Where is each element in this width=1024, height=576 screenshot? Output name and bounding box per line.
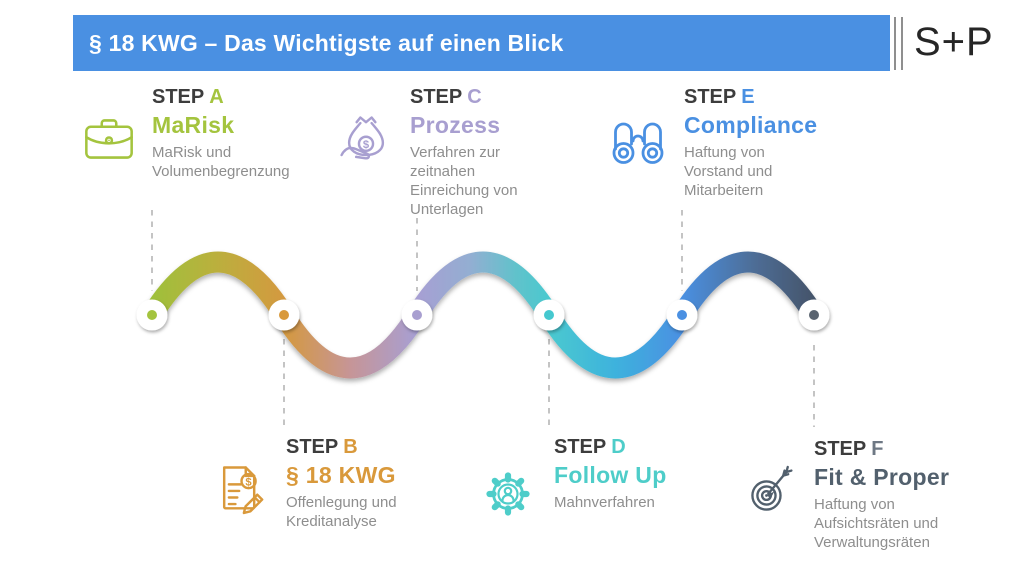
step-title: § 18 KWG xyxy=(286,462,396,488)
step-title: Prozess xyxy=(410,112,501,138)
step-word: STEP xyxy=(286,436,339,458)
wave-node xyxy=(666,299,698,331)
node-dot-e xyxy=(677,310,687,320)
step-title: MaRisk xyxy=(152,112,235,138)
target-dart-icon xyxy=(742,462,800,520)
step-word: STEP xyxy=(554,436,607,458)
wave-node xyxy=(401,299,433,331)
binoculars-icon xyxy=(606,110,670,174)
step-title: Follow Up xyxy=(554,462,667,488)
step-description: Haftung von Aufsichtsräten und Verwaltun… xyxy=(814,496,939,552)
step-title: Fit & Proper xyxy=(814,464,950,490)
node-dot-a xyxy=(147,310,157,320)
node-dot-f xyxy=(809,310,819,320)
step-letter: F xyxy=(871,438,884,460)
step-letter: E xyxy=(741,86,755,108)
company-logo: S+P xyxy=(914,20,994,64)
step-letter: D xyxy=(611,436,626,458)
logo-divider xyxy=(901,17,903,70)
moneybag-hand-icon: $ xyxy=(336,110,396,170)
page-title: § 18 KWG – Das Wichtigste auf einen Blic… xyxy=(89,29,564,56)
logo-divider xyxy=(894,17,896,70)
gear-person-icon xyxy=(476,460,540,524)
step-description: MaRisk und Volumenbegrenzung xyxy=(152,144,290,181)
dashed-connectors xyxy=(151,210,815,427)
svg-text:$: $ xyxy=(245,476,252,488)
step-description: Verfahren zur zeitnahen Einreichung von … xyxy=(410,144,518,219)
wave-nodes xyxy=(136,299,830,331)
wave-node xyxy=(798,299,830,331)
step-title: Compliance xyxy=(684,112,818,138)
node-dot-c xyxy=(412,310,422,320)
wave-node xyxy=(268,299,300,331)
step-word: STEP xyxy=(410,86,463,108)
step-letter: B xyxy=(343,436,358,458)
wave-node xyxy=(533,299,565,331)
wave-ribbon xyxy=(141,251,825,379)
document-pencil-icon: $ xyxy=(212,460,272,520)
header-bar: § 18 KWG – Das Wichtigste auf einen Blic… xyxy=(73,15,890,71)
step-word: STEP xyxy=(814,438,867,460)
svg-text:$: $ xyxy=(363,139,370,151)
step-description: Offenlegung und Kreditanalyse xyxy=(286,494,397,531)
step-description: Haftung von Vorstand und Mitarbeitern xyxy=(684,144,773,200)
node-dot-d xyxy=(544,310,554,320)
wave-node xyxy=(136,299,168,331)
step-letter: C xyxy=(467,86,482,108)
step-letter: A xyxy=(209,86,224,108)
step-word: STEP xyxy=(684,86,737,108)
briefcase-icon xyxy=(80,110,138,168)
node-dot-b xyxy=(279,310,289,320)
step-word: STEP xyxy=(152,86,205,108)
step-description: Mahnverfahren xyxy=(554,494,655,511)
